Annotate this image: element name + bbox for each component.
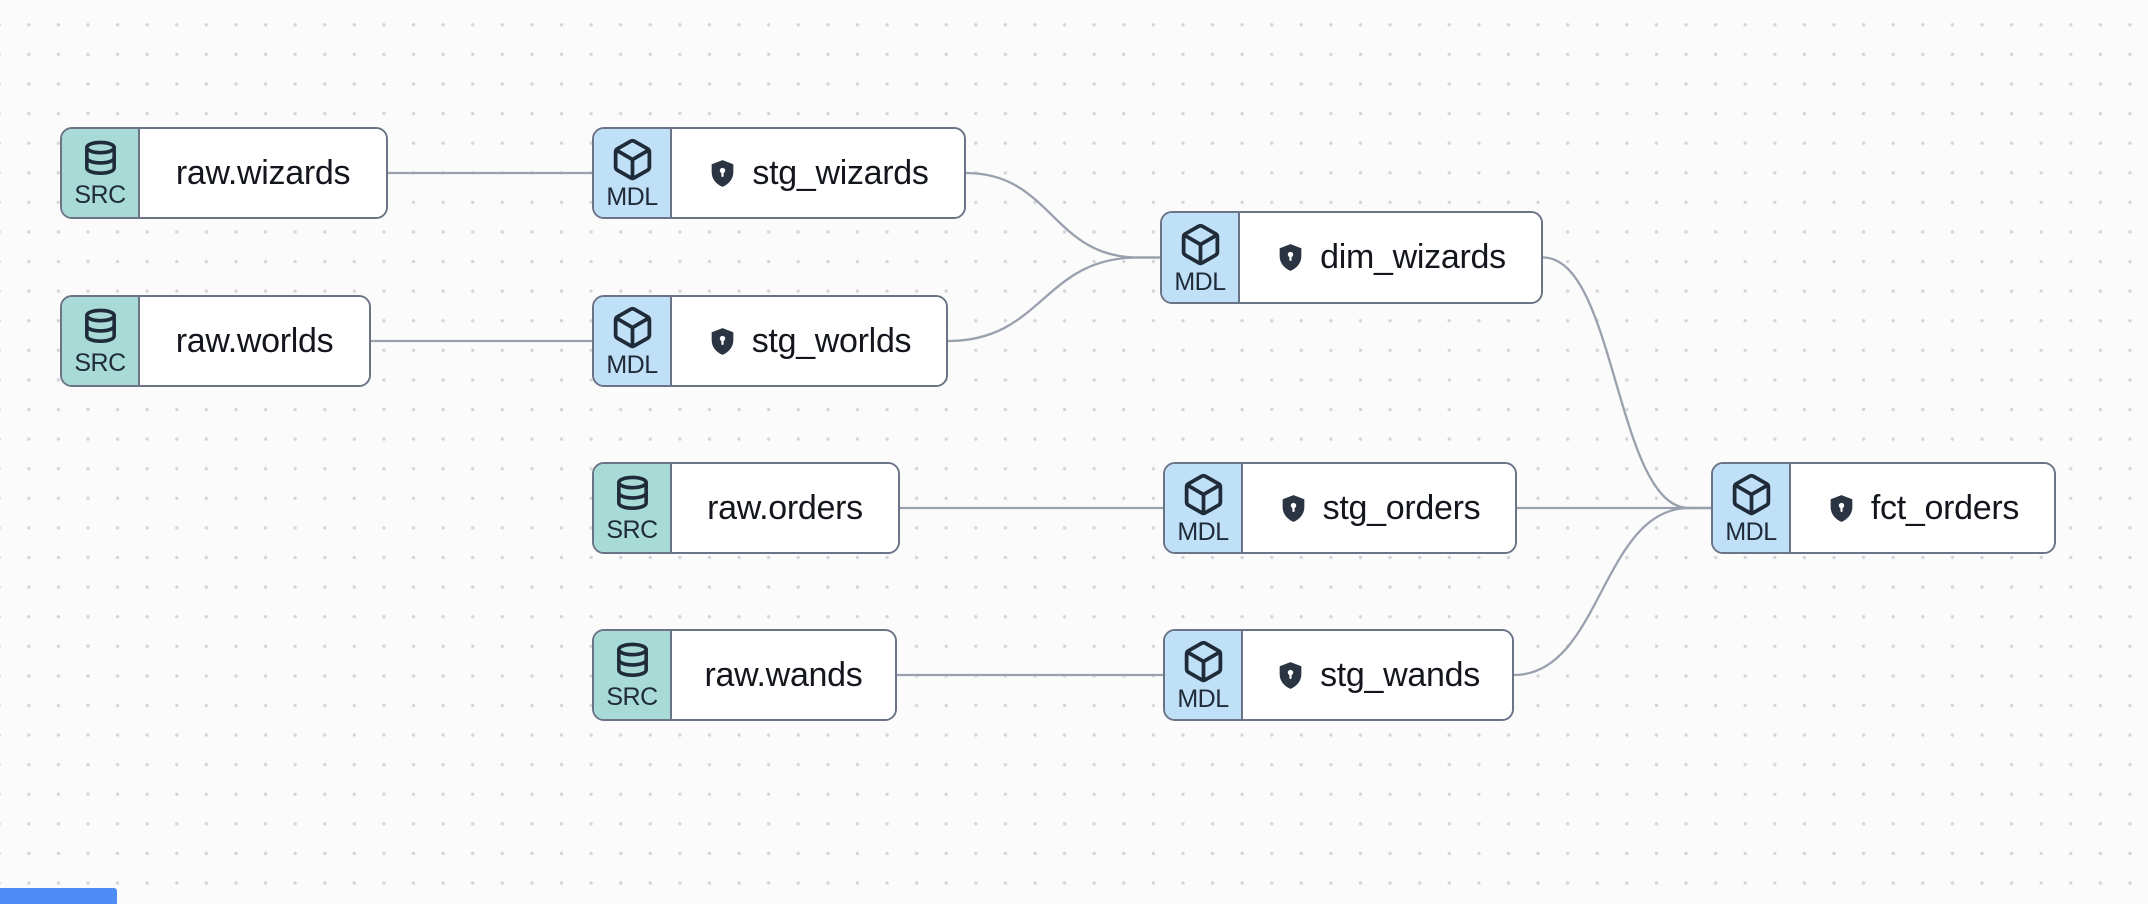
node-name: raw.worlds <box>175 321 334 360</box>
cube-icon <box>1181 472 1226 517</box>
node-type-badge: MDL <box>1162 213 1240 302</box>
database-icon <box>612 641 653 682</box>
node-raw-wands[interactable]: SRC raw.wands <box>592 629 897 721</box>
edge-stg_wizards-to-dim_wizards[interactable] <box>964 171 1162 259</box>
edge-stg_wands-to-fct_orders[interactable] <box>1512 506 1713 677</box>
node-type-label: SRC <box>74 181 126 210</box>
node-type-label: MDL <box>1725 518 1777 547</box>
node-type-label: MDL <box>606 183 658 212</box>
node-type-label: MDL <box>1177 685 1229 714</box>
node-name: dim_wizards <box>1320 238 1506 276</box>
node-type-badge: MDL <box>1713 464 1791 552</box>
cube-icon <box>1178 222 1223 267</box>
shield-lock-icon <box>707 326 738 357</box>
node-name: stg_wands <box>1320 655 1480 694</box>
node-stg-wizards[interactable]: MDL stg_wizards <box>592 127 966 219</box>
shield-lock-icon <box>1278 493 1309 524</box>
node-body: stg_worlds <box>672 297 946 385</box>
node-body: raw.wizards <box>140 129 386 217</box>
shield-lock-icon <box>1826 493 1857 524</box>
node-type-label: SRC <box>606 516 658 545</box>
database-icon <box>612 474 653 515</box>
node-name: fct_orders <box>1870 488 2020 527</box>
node-body: fct_orders <box>1791 464 2054 552</box>
node-type-label: SRC <box>74 349 126 378</box>
cube-icon <box>1181 639 1226 684</box>
node-name: stg_worlds <box>751 321 912 360</box>
node-body: dim_wizards <box>1240 213 1541 302</box>
node-type-badge: MDL <box>1165 464 1243 552</box>
node-name: stg_wizards <box>752 153 929 192</box>
database-icon <box>80 307 121 348</box>
node-body: raw.wands <box>672 631 895 719</box>
edge-dim_wizards-to-fct_orders[interactable] <box>1541 256 1713 510</box>
node-body: stg_wands <box>1243 631 1512 719</box>
cube-icon <box>610 137 655 182</box>
node-type-badge: SRC <box>62 297 140 385</box>
minimap-viewport-indicator[interactable] <box>0 888 117 904</box>
node-fct-orders[interactable]: MDL fct_orders <box>1711 462 2056 554</box>
node-raw-wizards[interactable]: SRC raw.wizards <box>60 127 388 219</box>
node-body: raw.worlds <box>140 297 369 385</box>
cube-icon <box>1729 472 1774 517</box>
node-body: stg_orders <box>1243 464 1515 552</box>
node-raw-orders[interactable]: SRC raw.orders <box>592 462 900 554</box>
node-stg-wands[interactable]: MDL stg_wands <box>1163 629 1514 721</box>
node-dim-wizards[interactable]: MDL dim_wizards <box>1160 211 1543 304</box>
node-type-badge: SRC <box>594 464 672 552</box>
node-type-label: MDL <box>606 351 658 380</box>
shield-lock-icon <box>1275 242 1306 273</box>
node-type-label: SRC <box>606 683 658 712</box>
shield-lock-icon <box>707 158 738 189</box>
node-body: stg_wizards <box>672 129 964 217</box>
database-icon <box>80 139 121 180</box>
node-type-badge: MDL <box>1165 631 1243 719</box>
node-type-badge: SRC <box>594 631 672 719</box>
node-name: raw.wizards <box>175 153 351 192</box>
node-body: raw.orders <box>672 464 898 552</box>
node-name: raw.orders <box>707 488 863 527</box>
node-stg-orders[interactable]: MDL stg_orders <box>1163 462 1517 554</box>
node-name: raw.wands <box>704 655 863 694</box>
node-name: stg_orders <box>1322 488 1481 527</box>
edge-stg_worlds-to-dim_wizards[interactable] <box>946 256 1162 343</box>
node-type-badge: MDL <box>594 297 672 385</box>
node-type-label: MDL <box>1177 518 1229 547</box>
cube-icon <box>610 305 655 350</box>
node-stg-worlds[interactable]: MDL stg_worlds <box>592 295 948 387</box>
node-type-badge: MDL <box>594 129 672 217</box>
node-type-badge: SRC <box>62 129 140 217</box>
node-raw-worlds[interactable]: SRC raw.worlds <box>60 295 371 387</box>
shield-lock-icon <box>1275 660 1306 691</box>
node-type-label: MDL <box>1174 267 1226 296</box>
